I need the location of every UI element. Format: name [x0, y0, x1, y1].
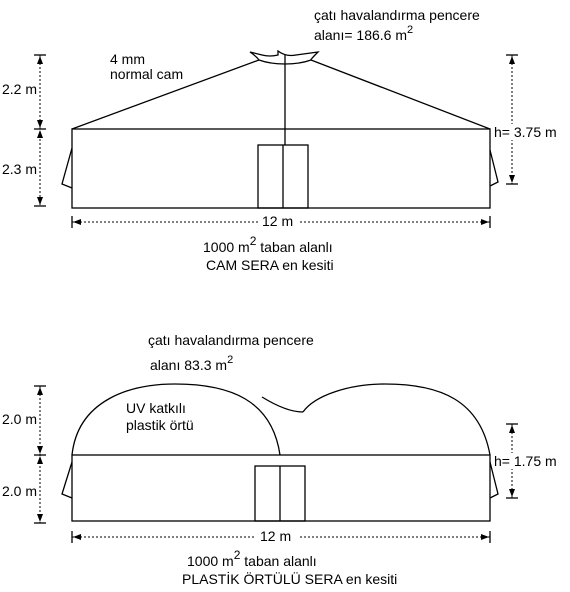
glass-height-arrow: [509, 56, 515, 64]
glass-roof-vent: [249, 49, 320, 65]
glass-height-label-bg: [493, 124, 567, 140]
glass-dim-upper-label: 2.2 m: [2, 81, 37, 97]
plastic-width-arrow: [481, 534, 489, 540]
plastic-width-label-bg: [256, 528, 298, 544]
glass-height-arrow: [509, 175, 515, 183]
glass-dim-label-bg: [2, 81, 32, 97]
glass-dim-lower-label: 2.3 m: [2, 161, 37, 177]
plastic-height-arrow: [509, 425, 515, 433]
glass-width-label: 12 m: [262, 213, 293, 229]
glass-width-arrow: [481, 219, 489, 225]
glass-roof-left: [71, 59, 260, 130]
glass-dim-arrow: [37, 120, 43, 128]
plastic-wall-outline: [71, 454, 491, 522]
plastic-greenhouse: çatı havalandırma pencere alanı 83.3 m2 …: [2, 332, 567, 587]
plastic-vent-label-line1: çatı havalandırma pencere: [148, 332, 314, 348]
glass-dim-arrow: [37, 56, 43, 64]
plastic-caption-line2: PLASTİK ÖRTÜLÜ SERA en kesiti: [182, 570, 397, 587]
plastic-width-arrow: [73, 534, 81, 540]
plastic-dim-arrow: [37, 514, 43, 522]
plastic-vent-label-line2: alanı 83.3 m2: [150, 354, 233, 373]
glass-vent-label-line1: çatı havalandırma pencere: [314, 7, 480, 23]
glass-material-label-line2: normal cam: [110, 66, 183, 82]
glass-vent-label-line2: alanı= 186.6 m2: [314, 24, 413, 43]
glass-roof-right: [310, 59, 491, 130]
glass-width-arrow: [73, 219, 81, 225]
glass-dim-arrow: [37, 130, 43, 138]
plastic-left-side-vent: [61, 461, 73, 499]
plastic-roof-vent-flap: [261, 396, 304, 413]
glass-caption-line2: CAM SERA en kesiti: [206, 257, 334, 273]
plastic-dim-label-bg: [2, 411, 34, 427]
plastic-height-label: h= 1.75 m: [494, 453, 557, 469]
plastic-roof-left-arch: [71, 383, 281, 456]
plastic-material-label-line1: UV katkılı: [126, 400, 186, 416]
glass-wall-outline: [71, 128, 491, 209]
plastic-roof-right-arch: [302, 383, 491, 456]
plastic-caption-line1: 1000 m2 taban alanlı: [187, 548, 317, 569]
plastic-right-side-vent: [489, 461, 499, 499]
plastic-dim-lower-label: 2.0 m: [2, 483, 37, 499]
plastic-width-label: 12 m: [260, 528, 291, 544]
glass-dim-arrow: [37, 197, 43, 205]
plastic-material-label-line2: plastik örtü: [126, 417, 194, 433]
glass-width-label-bg: [258, 213, 300, 229]
plastic-height-arrow: [509, 489, 515, 497]
glass-greenhouse: çatı havalandırma pencere alanı= 186.6 m…: [2, 7, 567, 273]
plastic-dim-upper-label: 2.0 m: [2, 411, 37, 427]
glass-height-label: h= 3.75 m: [494, 124, 557, 140]
plastic-dim-arrow: [37, 446, 43, 454]
plastic-height-label-bg: [493, 453, 567, 469]
plastic-dim-arrow: [37, 387, 43, 395]
glass-right-side-vent: [489, 149, 499, 187]
glass-material-label-line1: 4 mm: [110, 51, 145, 67]
glass-left-side-vent: [61, 147, 73, 189]
glass-caption-line1: 1000 m2 taban alanlı: [203, 234, 333, 255]
plastic-dim-arrow: [37, 456, 43, 464]
plastic-dim-label-bg: [2, 483, 34, 499]
